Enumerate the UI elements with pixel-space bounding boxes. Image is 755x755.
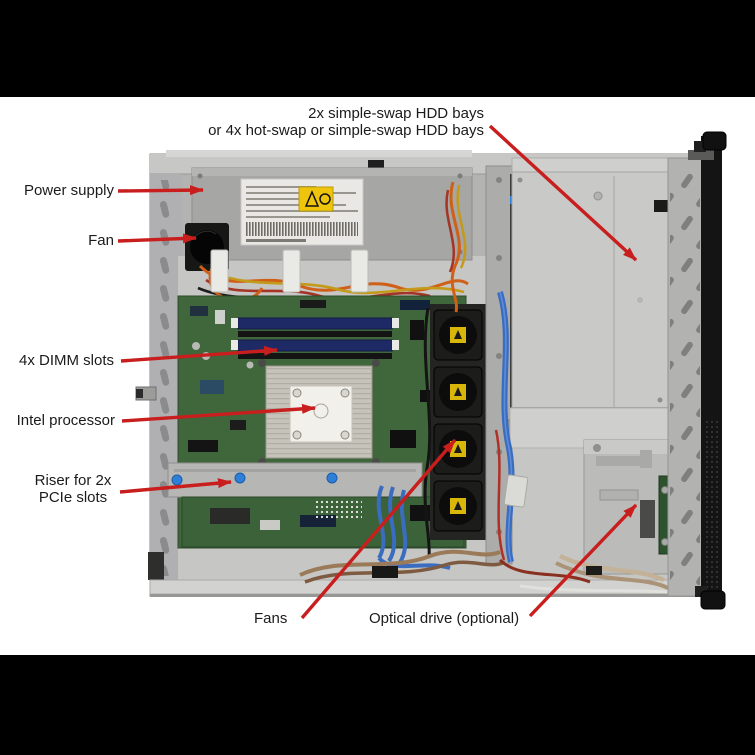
front-panel-edge bbox=[667, 131, 727, 610]
warning-circle-icon bbox=[319, 193, 331, 205]
letterbox-bottom bbox=[0, 655, 755, 755]
label-riser-line1: Riser for 2x bbox=[34, 472, 112, 489]
system-fan-column bbox=[423, 304, 486, 559]
pcie-riser-bracket bbox=[167, 462, 465, 548]
bottom-cables bbox=[299, 291, 669, 594]
label-power-supply: Power supply bbox=[23, 182, 114, 199]
cable-label-tag bbox=[503, 474, 529, 508]
arrow-fan bbox=[117, 233, 197, 244]
label-hdd-bays-line2: or 4x hot-swap or simple-swap HDD bays bbox=[208, 121, 484, 139]
fan-cable bbox=[423, 307, 432, 559]
left-wall-vents bbox=[152, 180, 178, 576]
label-fan: Fan bbox=[88, 232, 114, 249]
warning-triangle-icon bbox=[304, 190, 320, 207]
system-fan-2 bbox=[433, 366, 483, 418]
cpu-heatsink bbox=[258, 359, 380, 466]
label-processor: Intel processor bbox=[16, 412, 115, 429]
cable-clamp bbox=[210, 249, 229, 293]
dimm-slots bbox=[231, 317, 399, 359]
cable-clamp bbox=[586, 566, 602, 575]
label-dimm-slots: 4x DIMM slots bbox=[18, 352, 114, 369]
arrow-dimm-slots bbox=[120, 345, 278, 363]
bezel-mesh bbox=[703, 420, 720, 592]
riser-push-pin bbox=[234, 472, 246, 484]
psu-warning-sticker bbox=[298, 186, 334, 212]
label-hdd-bays-line1: 2x simple-swap HDD bays bbox=[308, 105, 484, 122]
system-fan-3 bbox=[433, 423, 483, 475]
label-optical-drive: Optical drive (optional) bbox=[369, 610, 520, 627]
arrow-power-supply bbox=[117, 185, 204, 196]
arrow-processor bbox=[121, 403, 316, 423]
label-riser-line2: PCIe slots bbox=[38, 488, 108, 506]
letterbox-top bbox=[0, 0, 755, 97]
arrow-fans bbox=[300, 438, 457, 620]
power-supply-unit bbox=[185, 167, 473, 271]
label-hdd-bays: 2x simple-swap HDD bays or 4x hot-swap o… bbox=[208, 105, 484, 139]
thumbscrew-bottom bbox=[695, 586, 726, 610]
cable-clamp bbox=[282, 249, 301, 293]
system-fan-1 bbox=[433, 309, 483, 361]
optical-drive-bay bbox=[509, 407, 673, 575]
hdd-bay-cover bbox=[511, 171, 673, 411]
arrow-riser bbox=[119, 478, 232, 494]
cable-connector bbox=[372, 566, 398, 578]
cable-clamp bbox=[350, 249, 369, 293]
label-fans: Fans bbox=[254, 610, 288, 627]
arrow-optical-drive bbox=[528, 503, 638, 618]
thumbscrew-top bbox=[688, 131, 727, 160]
backplane-wire-bundle bbox=[445, 181, 467, 313]
psu-barcode bbox=[246, 222, 358, 236]
arrow-hdd-bays bbox=[488, 124, 638, 262]
riser-push-pin bbox=[326, 472, 338, 484]
bottom-left-latch bbox=[148, 552, 164, 580]
callout-arrows bbox=[117, 124, 638, 620]
system-fan-4 bbox=[433, 480, 483, 532]
riser-push-pin bbox=[171, 474, 183, 486]
right-wall-vents bbox=[670, 170, 700, 590]
label-riser: Riser for 2x PCIe slots bbox=[28, 472, 118, 506]
